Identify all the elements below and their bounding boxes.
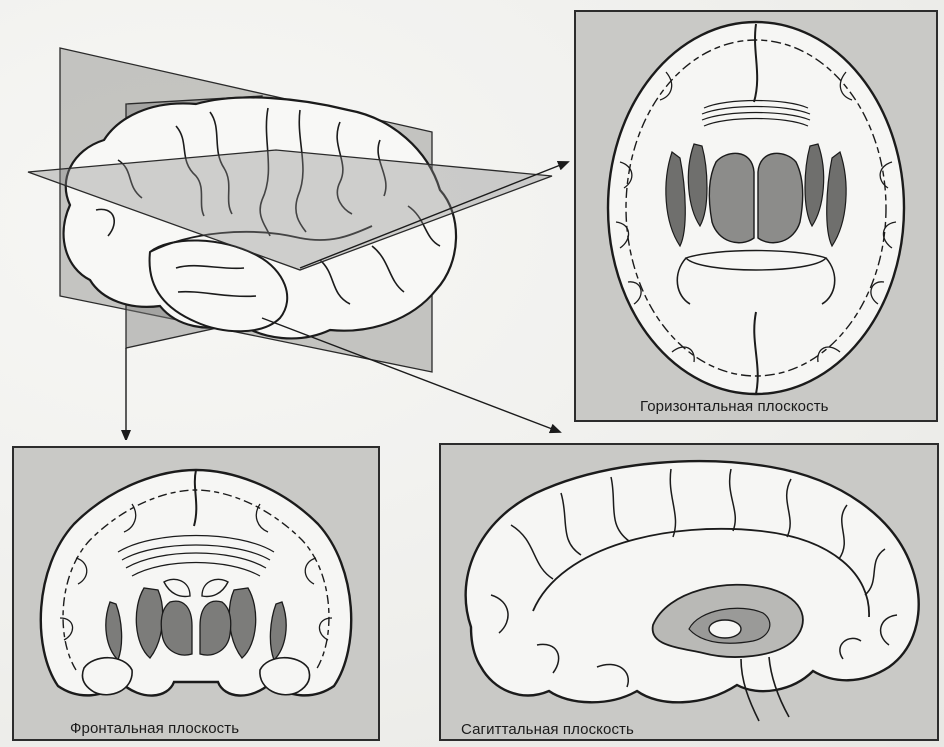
frontal-section-panel: Фронтальная плоскость [12, 446, 380, 741]
frontal-section-drawing [14, 448, 378, 739]
sagittal-section-panel: Сагиттальная плоскость [439, 443, 939, 741]
brain-with-section-planes [0, 0, 580, 440]
sagittal-plane-caption: Сагиттальная плоскость [461, 721, 634, 738]
horizontal-section-panel: Горизонтальная плоскость [574, 10, 938, 422]
frontal-plane-caption: Фронтальная плоскость [70, 720, 239, 737]
horizontal-plane-caption: Горизонтальная плоскость [640, 398, 829, 415]
horizontal-section-drawing [576, 12, 936, 420]
sagittal-section-drawing [441, 445, 937, 739]
